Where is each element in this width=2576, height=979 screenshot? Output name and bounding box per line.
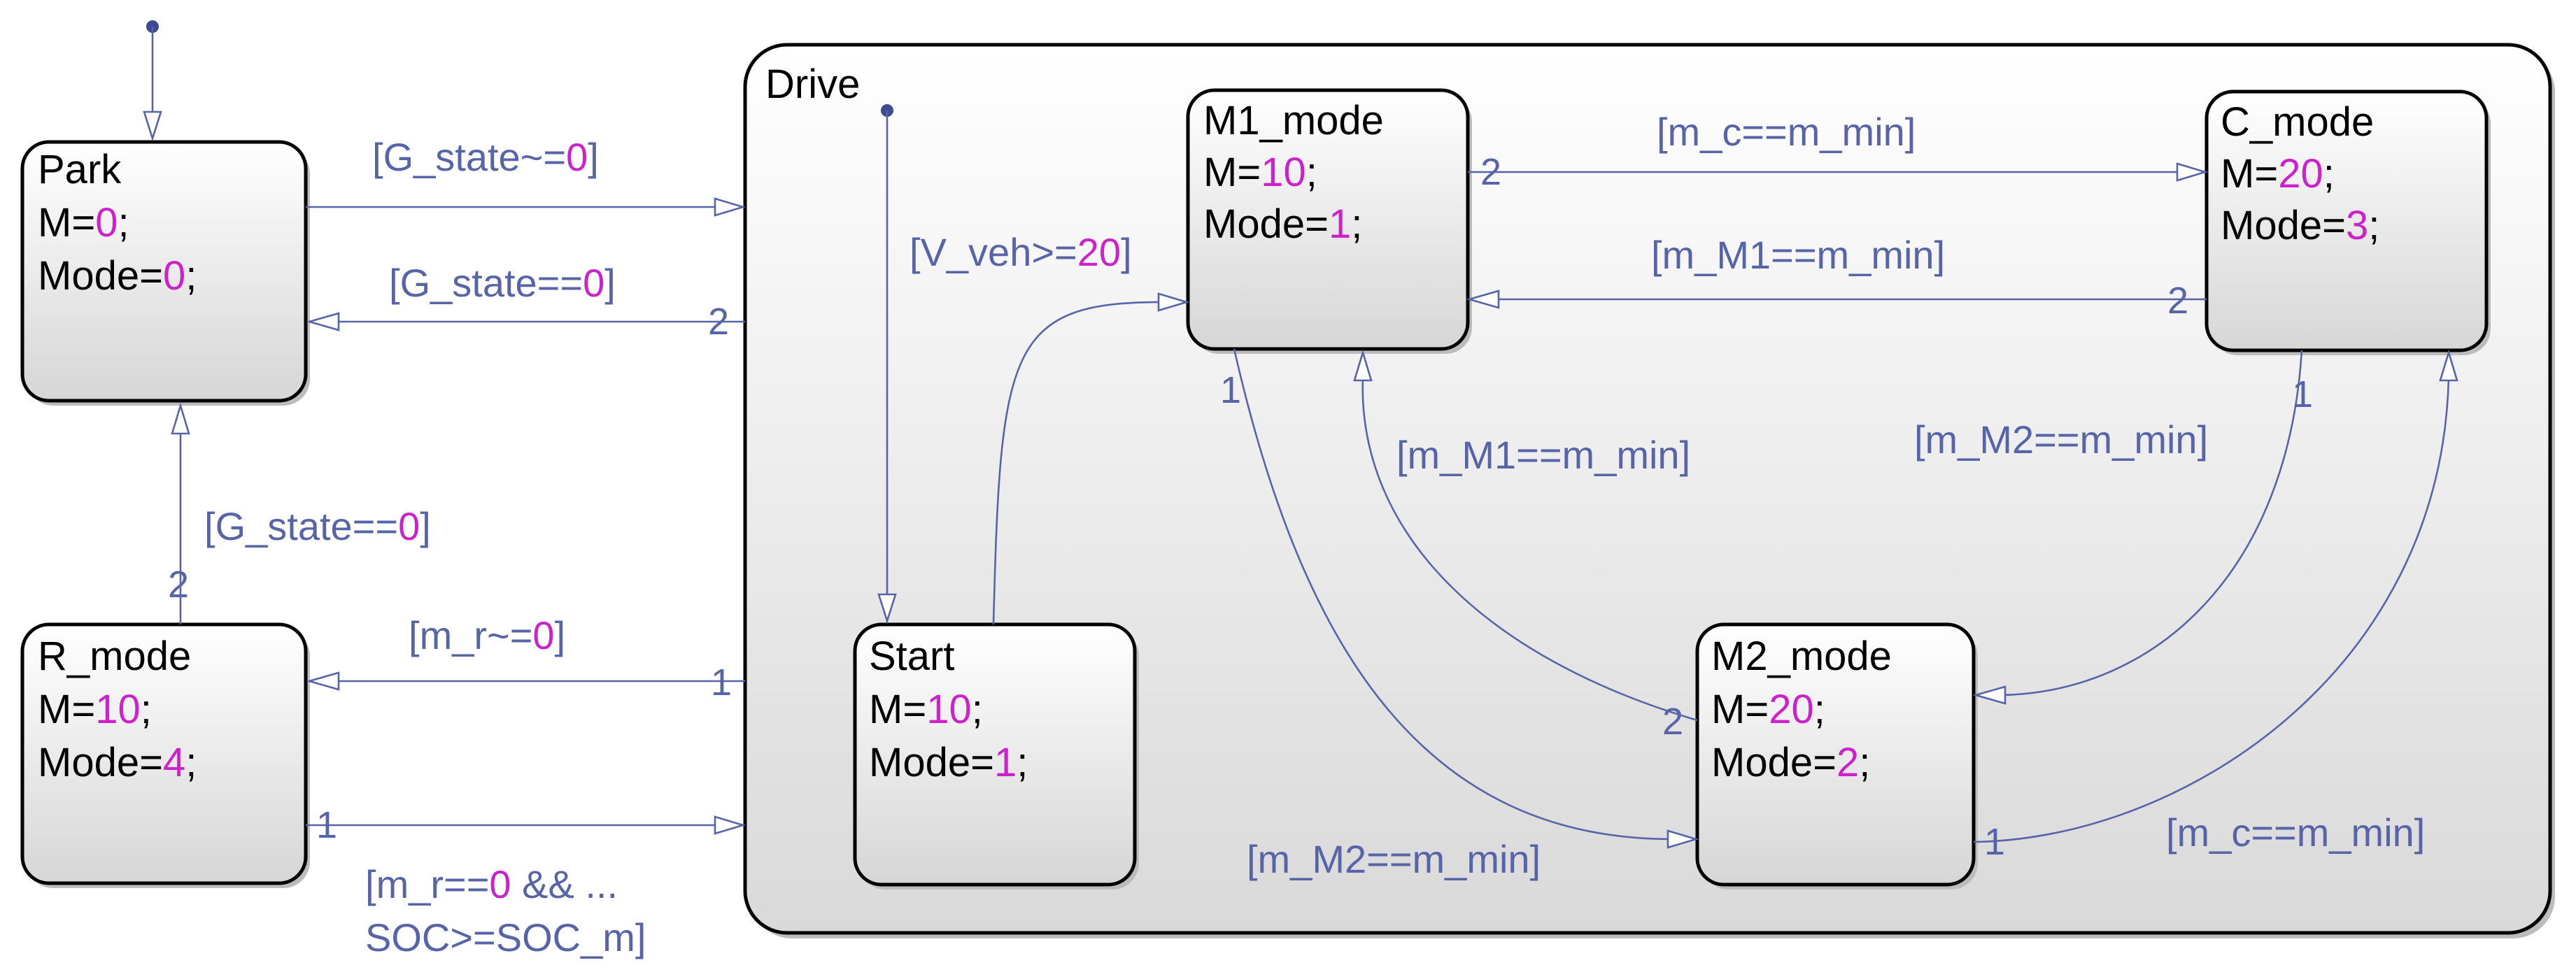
transition-rmode-to-drive[interactable]: 1 [m_r==0 && ... SOC>=SOC_m] bbox=[306, 804, 746, 959]
state-r-mode[interactable]: R_mode M=10; Mode=4; bbox=[20, 622, 310, 888]
state-action-line: Mode=4; bbox=[38, 740, 197, 785]
transition-label: [m_c==m_min] bbox=[2166, 810, 2425, 855]
transition-label: [m_M2==m_min] bbox=[1914, 417, 2208, 462]
transition-priority: 2 bbox=[1480, 151, 1501, 193]
state-start[interactable]: Start M=10; Mode=1; bbox=[853, 622, 1139, 889]
transition-m1-to-m2[interactable]: 1 [m_M2==m_min] bbox=[1220, 348, 1699, 881]
transition-c-to-m2[interactable]: 1 [m_M2==m_min] bbox=[1914, 350, 2313, 705]
transition-label: [V_veh>=20] bbox=[910, 230, 1132, 274]
transition-priority: 2 bbox=[1662, 701, 1683, 743]
state-name: C_mode bbox=[2221, 99, 2374, 145]
transition-drive-to-park[interactable]: [G_state==0] 2 bbox=[306, 261, 745, 343]
transition-priority: 1 bbox=[316, 804, 337, 846]
transition-priority: 2 bbox=[168, 564, 189, 606]
state-action-line: M=0; bbox=[38, 200, 129, 245]
transition-m2-to-c[interactable]: 1 [m_c==m_min] bbox=[1973, 349, 2458, 863]
state-name: Start bbox=[869, 634, 955, 679]
transition-priority: 2 bbox=[2167, 280, 2188, 322]
transition-priority: 1 bbox=[2292, 373, 2313, 415]
drive-title: Drive bbox=[765, 62, 860, 107]
state-action-line: M=10; bbox=[38, 687, 152, 732]
transition-label: [m_r~=0] bbox=[409, 613, 565, 657]
transition-m1-to-c[interactable]: 2 [m_c==m_min] bbox=[1468, 110, 2209, 193]
transition-label: [G_state==0] bbox=[389, 261, 616, 305]
state-action-line: M=20; bbox=[2221, 151, 2335, 196]
state-action-line: M=10; bbox=[1203, 150, 1317, 195]
transition-label: [m_M1==m_min] bbox=[1396, 433, 1690, 477]
transition-priority: 2 bbox=[708, 301, 729, 343]
transition-label: [m_M2==m_min] bbox=[1247, 837, 1541, 881]
transition-label: [G_state~=0] bbox=[372, 135, 599, 179]
state-action-line: M=20; bbox=[1711, 687, 1825, 732]
state-name: M1_mode bbox=[1203, 98, 1384, 143]
default-transition-start[interactable] bbox=[877, 104, 897, 624]
transition-c-to-m1[interactable]: 2 [m_M1==m_min] bbox=[1466, 233, 2207, 322]
transition-label: [G_state==0] bbox=[204, 504, 431, 548]
state-action-line: Mode=1; bbox=[869, 740, 1028, 785]
state-action-line: M=10; bbox=[869, 687, 983, 732]
transition-m2-to-m1[interactable]: 2 [m_M1==m_min] bbox=[1353, 349, 1698, 743]
transition-label: [m_r==0 && ... bbox=[365, 862, 618, 906]
transition-start-to-m1[interactable]: [V_veh>=20] bbox=[910, 230, 1190, 625]
transition-priority: 1 bbox=[1220, 369, 1241, 411]
state-action-line: Mode=2; bbox=[1711, 740, 1870, 785]
transition-rmode-to-park[interactable]: [G_state==0] 2 bbox=[168, 402, 431, 624]
state-name: M2_mode bbox=[1711, 634, 1892, 679]
state-name: R_mode bbox=[38, 634, 191, 679]
transition-label-line2: SOC>=SOC_m] bbox=[365, 915, 646, 959]
state-action-line: Mode=0; bbox=[38, 253, 197, 299]
state-action-line: Mode=1; bbox=[1203, 201, 1362, 247]
transition-priority: 1 bbox=[711, 662, 732, 703]
transition-priority: 1 bbox=[1984, 821, 2005, 863]
transition-park-to-drive[interactable]: [G_state~=0] bbox=[306, 135, 746, 217]
state-name: Park bbox=[38, 147, 122, 192]
transition-label: [m_c==m_min] bbox=[1657, 110, 1916, 154]
state-action-line: Mode=3; bbox=[2221, 203, 2379, 248]
transition-label: [m_M1==m_min] bbox=[1651, 233, 1945, 277]
state-m1-mode[interactable]: M1_mode M=10; Mode=1; bbox=[1186, 88, 1472, 354]
default-transition-park[interactable] bbox=[143, 20, 162, 142]
state-m2-mode[interactable]: M2_mode M=20; Mode=2; bbox=[1695, 622, 1978, 889]
transition-drive-to-rmode[interactable]: [m_r~=0] 1 bbox=[306, 613, 745, 703]
state-park[interactable]: Park M=0; Mode=0; bbox=[20, 140, 310, 406]
state-c-mode[interactable]: C_mode M=20; Mode=3; bbox=[2205, 90, 2491, 355]
